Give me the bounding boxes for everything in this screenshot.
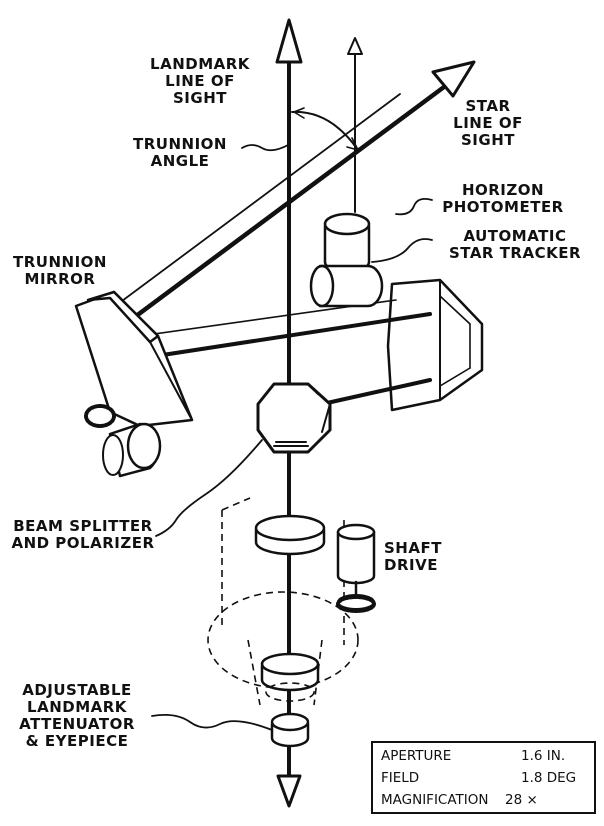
trunnion-mirror-label: TRUNNION MIRROR (8, 254, 112, 288)
spec-row-magnification: MAGNIFICATION 28 × (381, 792, 588, 810)
landmark-arrowhead (275, 18, 303, 64)
spec-value: 1.6 IN. (521, 748, 566, 764)
label-line: LANDMARK (150, 55, 250, 73)
label-line: ADJUSTABLE (22, 681, 132, 699)
shaft-drive-body (336, 523, 376, 613)
spec-value: 1.8 DEG (521, 770, 577, 786)
label-line: STAR (465, 97, 511, 115)
spec-name: APERTURE (381, 748, 452, 764)
spec-value: 28 × (505, 792, 538, 808)
eyepiece-lens (270, 712, 310, 748)
label-line: AUTOMATIC (463, 227, 567, 245)
shaft-drive-label: SHAFT DRIVE (384, 540, 464, 574)
star-line-of-sight-ray (117, 81, 451, 331)
label-line: & EYEPIECE (25, 732, 129, 750)
label-line: SHAFT (384, 539, 442, 557)
objective-lens (254, 514, 326, 556)
star-line-of-sight-label: STAR LINE OF SIGHT (440, 98, 536, 149)
label-line: DRIVE (384, 556, 438, 574)
beam-splitter-body (256, 382, 332, 454)
label-line: LINE OF (453, 114, 523, 132)
label-line: ATTENUATOR (19, 715, 135, 733)
spec-row-field: FIELD 1.8 DEG (381, 770, 588, 788)
spec-row-aperture: APERTURE 1.6 IN. (381, 748, 588, 766)
automatic-star-tracker-label: AUTOMATIC STAR TRACKER (440, 228, 590, 262)
trunnion-angle-label: TRUNNION ANGLE (120, 136, 240, 170)
trunnion-angle-arc (291, 110, 359, 151)
star-reflected-ray (117, 93, 401, 305)
landmark-line-of-sight-label: LANDMARK LINE OF SIGHT (140, 56, 260, 107)
label-line: SIGHT (173, 89, 227, 107)
label-line: TRUNNION (13, 253, 107, 271)
label-line: STAR TRACKER (448, 244, 582, 262)
mirror-drive (84, 404, 162, 478)
attenuator-eyepiece-label: ADJUSTABLE LANDMARK ATTENUATOR & EYEPIEC… (6, 682, 148, 750)
beam-splitter-label: BEAM SPLITTER AND POLARIZER (8, 518, 158, 552)
prism (386, 278, 484, 412)
label-line: PHOTOMETER (442, 198, 564, 216)
label-line: SIGHT (461, 131, 515, 149)
label-line: BEAM SPLITTER (13, 517, 153, 535)
star-tracker-body (309, 264, 384, 308)
eyepiece-arrowhead (276, 774, 302, 808)
attenuator-lens (260, 652, 320, 702)
leader-lines (151, 143, 433, 731)
label-line: HORIZON (461, 181, 545, 199)
horizon-photometer-body (323, 212, 371, 274)
label-line: TRUNNION (133, 135, 227, 153)
label-line: LINE OF (165, 72, 235, 90)
spec-name: MAGNIFICATION (381, 792, 489, 808)
label-line: LANDMARK (27, 698, 127, 716)
label-line: MIRROR (24, 270, 96, 288)
prism-to-splitter-ray (316, 378, 432, 407)
mirror-to-prism-ray (128, 312, 432, 362)
spec-table: APERTURE 1.6 IN. FIELD 1.8 DEG MAGNIFICA… (371, 741, 596, 814)
horizon-photometer-label: HORIZON PHOTOMETER (432, 182, 574, 216)
label-line: ANGLE (150, 152, 210, 170)
star-arrowhead (431, 60, 476, 98)
spec-name: FIELD (381, 770, 420, 786)
label-line: AND POLARIZER (11, 534, 155, 552)
